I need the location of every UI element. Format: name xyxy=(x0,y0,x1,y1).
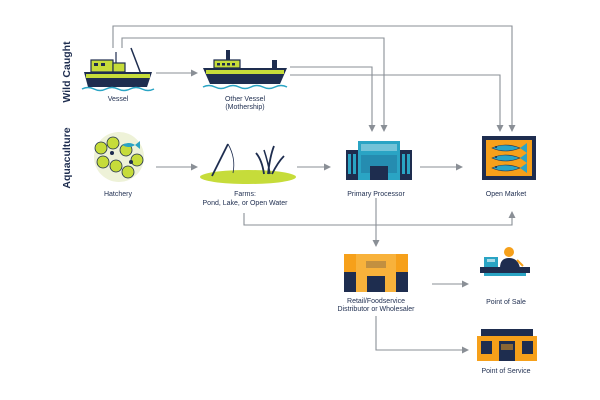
farms-label: Farms: xyxy=(234,191,256,198)
vessel-label: Vessel xyxy=(108,96,129,103)
restaurant-icon xyxy=(477,329,537,361)
primary-processor-node: Primary Processor xyxy=(346,141,412,198)
cashier-icon xyxy=(480,247,530,276)
farms-node: Farms: Pond, Lake, or Open Water xyxy=(200,143,296,207)
section-label-wild-caught: Wild Caught xyxy=(61,41,73,103)
point-of-service-node: Point of Service xyxy=(477,329,537,375)
other-vessel-label: Other Vessel xyxy=(225,96,266,103)
arrow-other-vessel-to-open-market xyxy=(290,74,504,132)
section-label-aquaculture: Aquaculture xyxy=(61,127,73,188)
processing-plant-icon xyxy=(346,141,412,180)
warehouse-icon xyxy=(344,254,408,292)
other-vessel-sublabel: (Mothership) xyxy=(225,104,264,111)
distributor-node: Retail/Foodservice Distributor or Wholes… xyxy=(337,254,415,313)
open-market-node: Open Market xyxy=(482,136,536,198)
vessel-node: Vessel xyxy=(81,47,155,103)
fish-eggs-icon xyxy=(94,132,144,182)
farms-sublabel: Pond, Lake, or Open Water xyxy=(203,200,289,207)
point-of-service-label: Point of Service xyxy=(481,368,530,375)
open-market-label: Open Market xyxy=(486,191,527,198)
pond-icon xyxy=(200,143,296,184)
arrow-farms-to-open-market xyxy=(243,211,516,226)
mothership-vessel-icon xyxy=(202,50,288,90)
arrow-other-vessel-to-primary-processor xyxy=(290,66,376,132)
arrow-vessel-to-open-market xyxy=(112,25,516,132)
distributor-label: Retail/Foodservice xyxy=(347,298,405,305)
arrow-vessel-to-primary-processor xyxy=(121,37,388,132)
other-vessel-node: Other Vessel (Mothership) xyxy=(202,50,288,111)
point-of-sale-node: Point of Sale xyxy=(480,247,530,306)
hatchery-label: Hatchery xyxy=(104,191,133,198)
arrow-distributor-to-point-of-service xyxy=(375,316,469,354)
flow-arrows xyxy=(112,25,516,354)
fish-crate-icon xyxy=(482,136,536,180)
point-of-sale-label: Point of Sale xyxy=(486,299,526,306)
primary-processor-label: Primary Processor xyxy=(347,191,405,198)
distributor-sublabel: Distributor or Wholesaler xyxy=(337,306,415,313)
fishing-vessel-icon xyxy=(81,47,155,92)
hatchery-node: Hatchery xyxy=(94,132,144,198)
